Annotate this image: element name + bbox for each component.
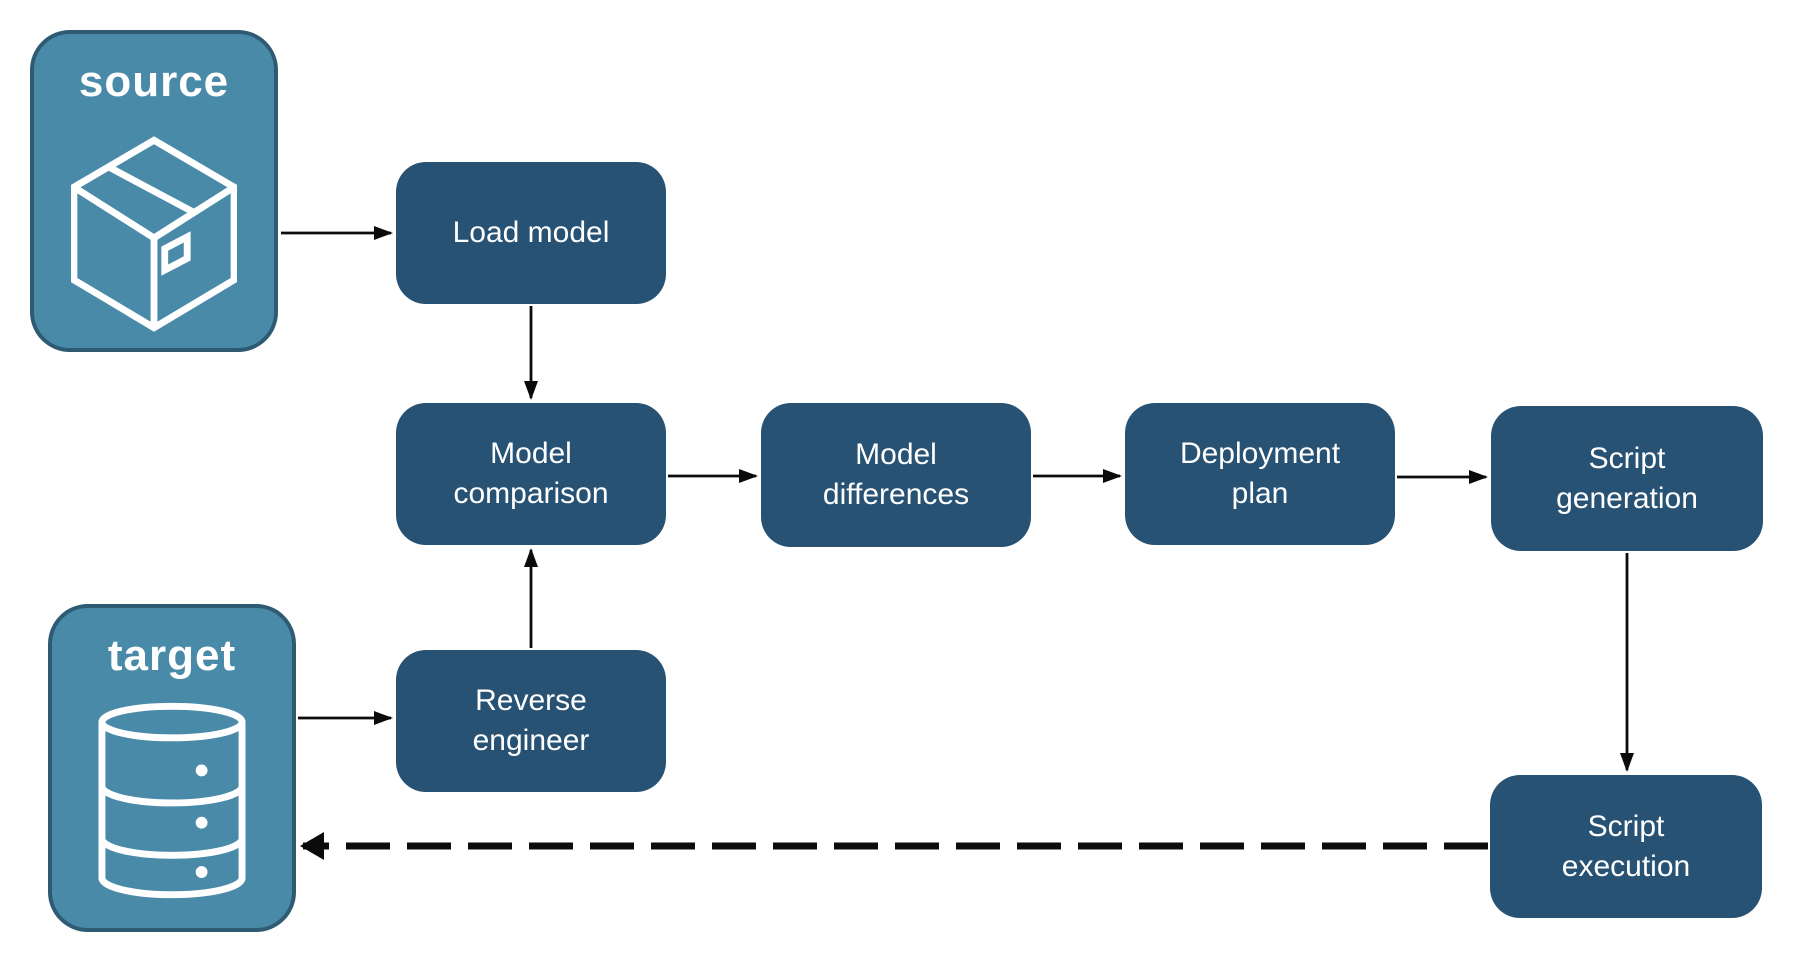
node-script-generation: Script generation xyxy=(1491,406,1763,551)
node-model-comparison: Model comparison xyxy=(396,403,666,545)
node-reverse-engineer: Reverse engineer xyxy=(396,650,666,792)
node-script-execution-label: Script execution xyxy=(1561,809,1691,883)
terminal-source: source xyxy=(30,30,278,352)
package-icon xyxy=(71,136,237,332)
source-label: source xyxy=(78,57,230,106)
node-script-execution: Script execution xyxy=(1490,775,1762,918)
node-model-differences-label: Model differences xyxy=(822,438,970,511)
node-script-generation-label: Script generation xyxy=(1556,441,1698,515)
node-deployment-plan: Deployment plan xyxy=(1125,403,1395,545)
terminal-target: target xyxy=(48,604,296,932)
target-label: target xyxy=(107,631,237,680)
database-icon xyxy=(98,702,246,899)
node-model-comparison-label: Model comparison xyxy=(453,437,609,510)
node-load-model: Load model xyxy=(396,162,666,304)
node-reverse-engineer-label: Reverse engineer xyxy=(472,684,590,757)
node-load-model-label: Load model xyxy=(452,216,610,250)
node-deployment-plan-label: Deployment plan xyxy=(1179,437,1341,510)
node-model-differences: Model differences xyxy=(761,403,1031,547)
